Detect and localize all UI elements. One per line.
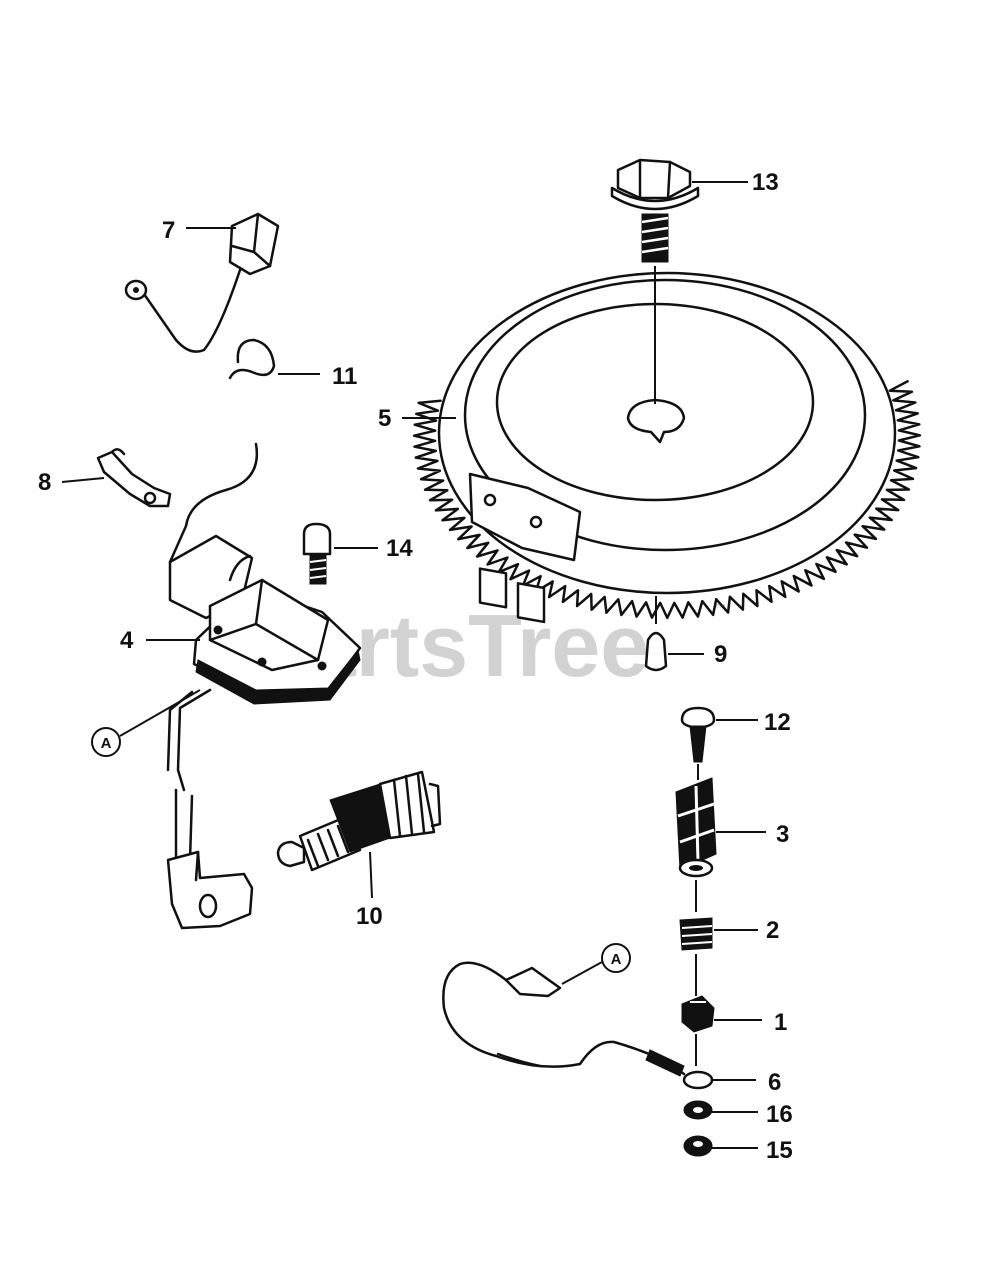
flywheel-bolt-part[interactable] <box>610 158 700 404</box>
washer-16-part[interactable] <box>683 1100 713 1120</box>
nut-15-part[interactable] <box>683 1135 713 1157</box>
spring-part[interactable] <box>679 880 713 996</box>
label-part-12[interactable]: 12 <box>764 709 791 736</box>
label-part-6[interactable]: 6 <box>768 1069 781 1096</box>
washer-6-part[interactable] <box>682 1070 714 1090</box>
label-part-15[interactable]: 15 <box>766 1137 793 1164</box>
magnet-hole-left <box>483 493 497 507</box>
label-part-5[interactable]: 5 <box>378 405 391 432</box>
nut-part[interactable] <box>681 995 715 1066</box>
flywheel-magnet <box>468 472 582 562</box>
label-part-3[interactable]: 3 <box>776 821 789 848</box>
flywheel-hub <box>626 398 686 444</box>
flywheel-part[interactable] <box>412 271 922 624</box>
label-part-1[interactable]: 1 <box>774 1009 787 1036</box>
flywheel-rim-inner <box>463 278 867 552</box>
label-part-10[interactable]: 10 <box>356 903 383 930</box>
screw-part[interactable] <box>680 706 716 780</box>
magnet-slot-left <box>478 567 508 609</box>
spark-plug-part[interactable] <box>276 770 442 872</box>
magnet-hole-right <box>529 515 543 529</box>
watermark-trademark: ™ <box>714 601 726 615</box>
label-part-11[interactable]: 11 <box>332 363 357 390</box>
kill-wire-part[interactable] <box>442 961 686 1077</box>
callout-a-right: A <box>561 943 631 985</box>
label-part-8[interactable]: 8 <box>38 469 51 496</box>
callout-a-left: A <box>91 689 201 757</box>
svg-text:A: A <box>611 951 622 968</box>
terminal-part[interactable] <box>96 448 172 508</box>
label-part-14[interactable]: 14 <box>386 535 413 562</box>
label-part-4[interactable]: 4 <box>120 627 134 654</box>
label-part-2[interactable]: 2 <box>766 917 779 944</box>
wire-clip-part[interactable] <box>228 338 276 380</box>
ground-wire-part[interactable] <box>124 212 280 353</box>
label-part-7[interactable]: 7 <box>162 217 175 244</box>
spark-plug-boot[interactable] <box>166 788 254 930</box>
label-part-16[interactable]: 16 <box>766 1101 793 1128</box>
label-part-13[interactable]: 13 <box>752 169 779 196</box>
label-part-9[interactable]: 9 <box>714 641 727 668</box>
part-labels: 13 7 11 5 8 14 4 9 12 3 10 2 1 6 16 15 <box>38 169 793 1164</box>
bracket-part[interactable] <box>675 777 717 878</box>
magnet-slot-right <box>516 582 546 624</box>
flywheel-ring-gear <box>412 380 922 620</box>
svg-text:A: A <box>101 735 112 752</box>
leader-lines <box>61 181 766 1149</box>
flywheel-key-part[interactable] <box>644 596 668 672</box>
module-bolt-part[interactable] <box>302 522 332 585</box>
